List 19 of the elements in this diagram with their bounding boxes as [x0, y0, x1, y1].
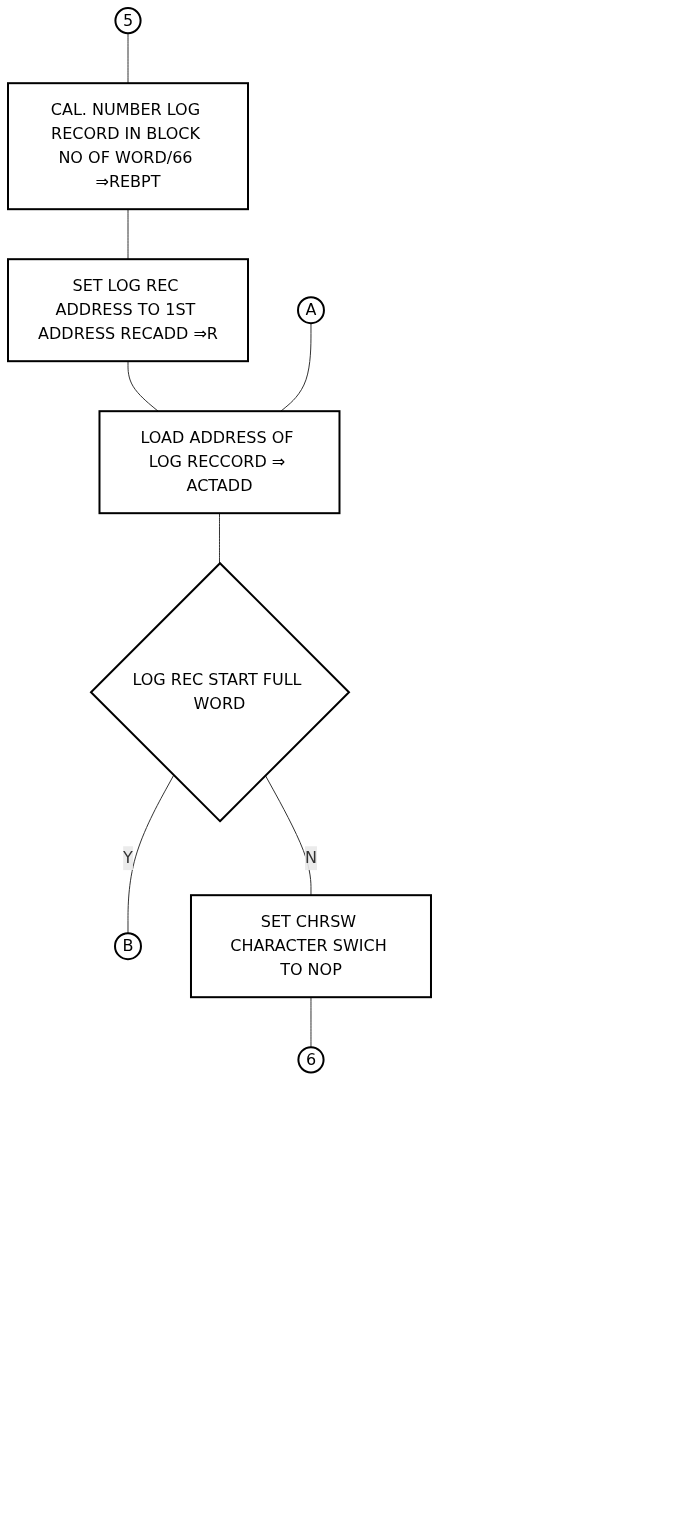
- node-circle: 6: [297, 1046, 325, 1074]
- connector: [219, 512, 220, 564]
- edge-label: N: [305, 848, 317, 868]
- connector: [264, 774, 312, 896]
- node-box: CAL. NUMBER LOG RECORD IN BLOCK NO OF WORD/66 ⇒REBPT: [7, 82, 249, 211]
- node-circle: A: [297, 296, 325, 325]
- node-box: LOAD ADDRESS OF LOG RECCORD ⇒ ACTADD: [98, 410, 341, 515]
- node-circle: 5: [114, 7, 142, 35]
- connector: [310, 996, 312, 1048]
- connector: [127, 32, 129, 84]
- node-circle: B: [114, 932, 142, 961]
- connector: [127, 774, 175, 934]
- connector: [127, 208, 129, 260]
- node-box: SET LOG REC ADDRESS TO 1ST ADDRESS RECADD ⇒R: [7, 258, 249, 363]
- connector: [127, 360, 159, 412]
- node-box: SET CHRSW CHARACTER SWICH TO NOP: [190, 894, 432, 999]
- connector: [280, 322, 312, 412]
- edge-label: Y: [123, 848, 133, 868]
- node-diamond: LOG REC START FULL WORD: [89, 561, 351, 823]
